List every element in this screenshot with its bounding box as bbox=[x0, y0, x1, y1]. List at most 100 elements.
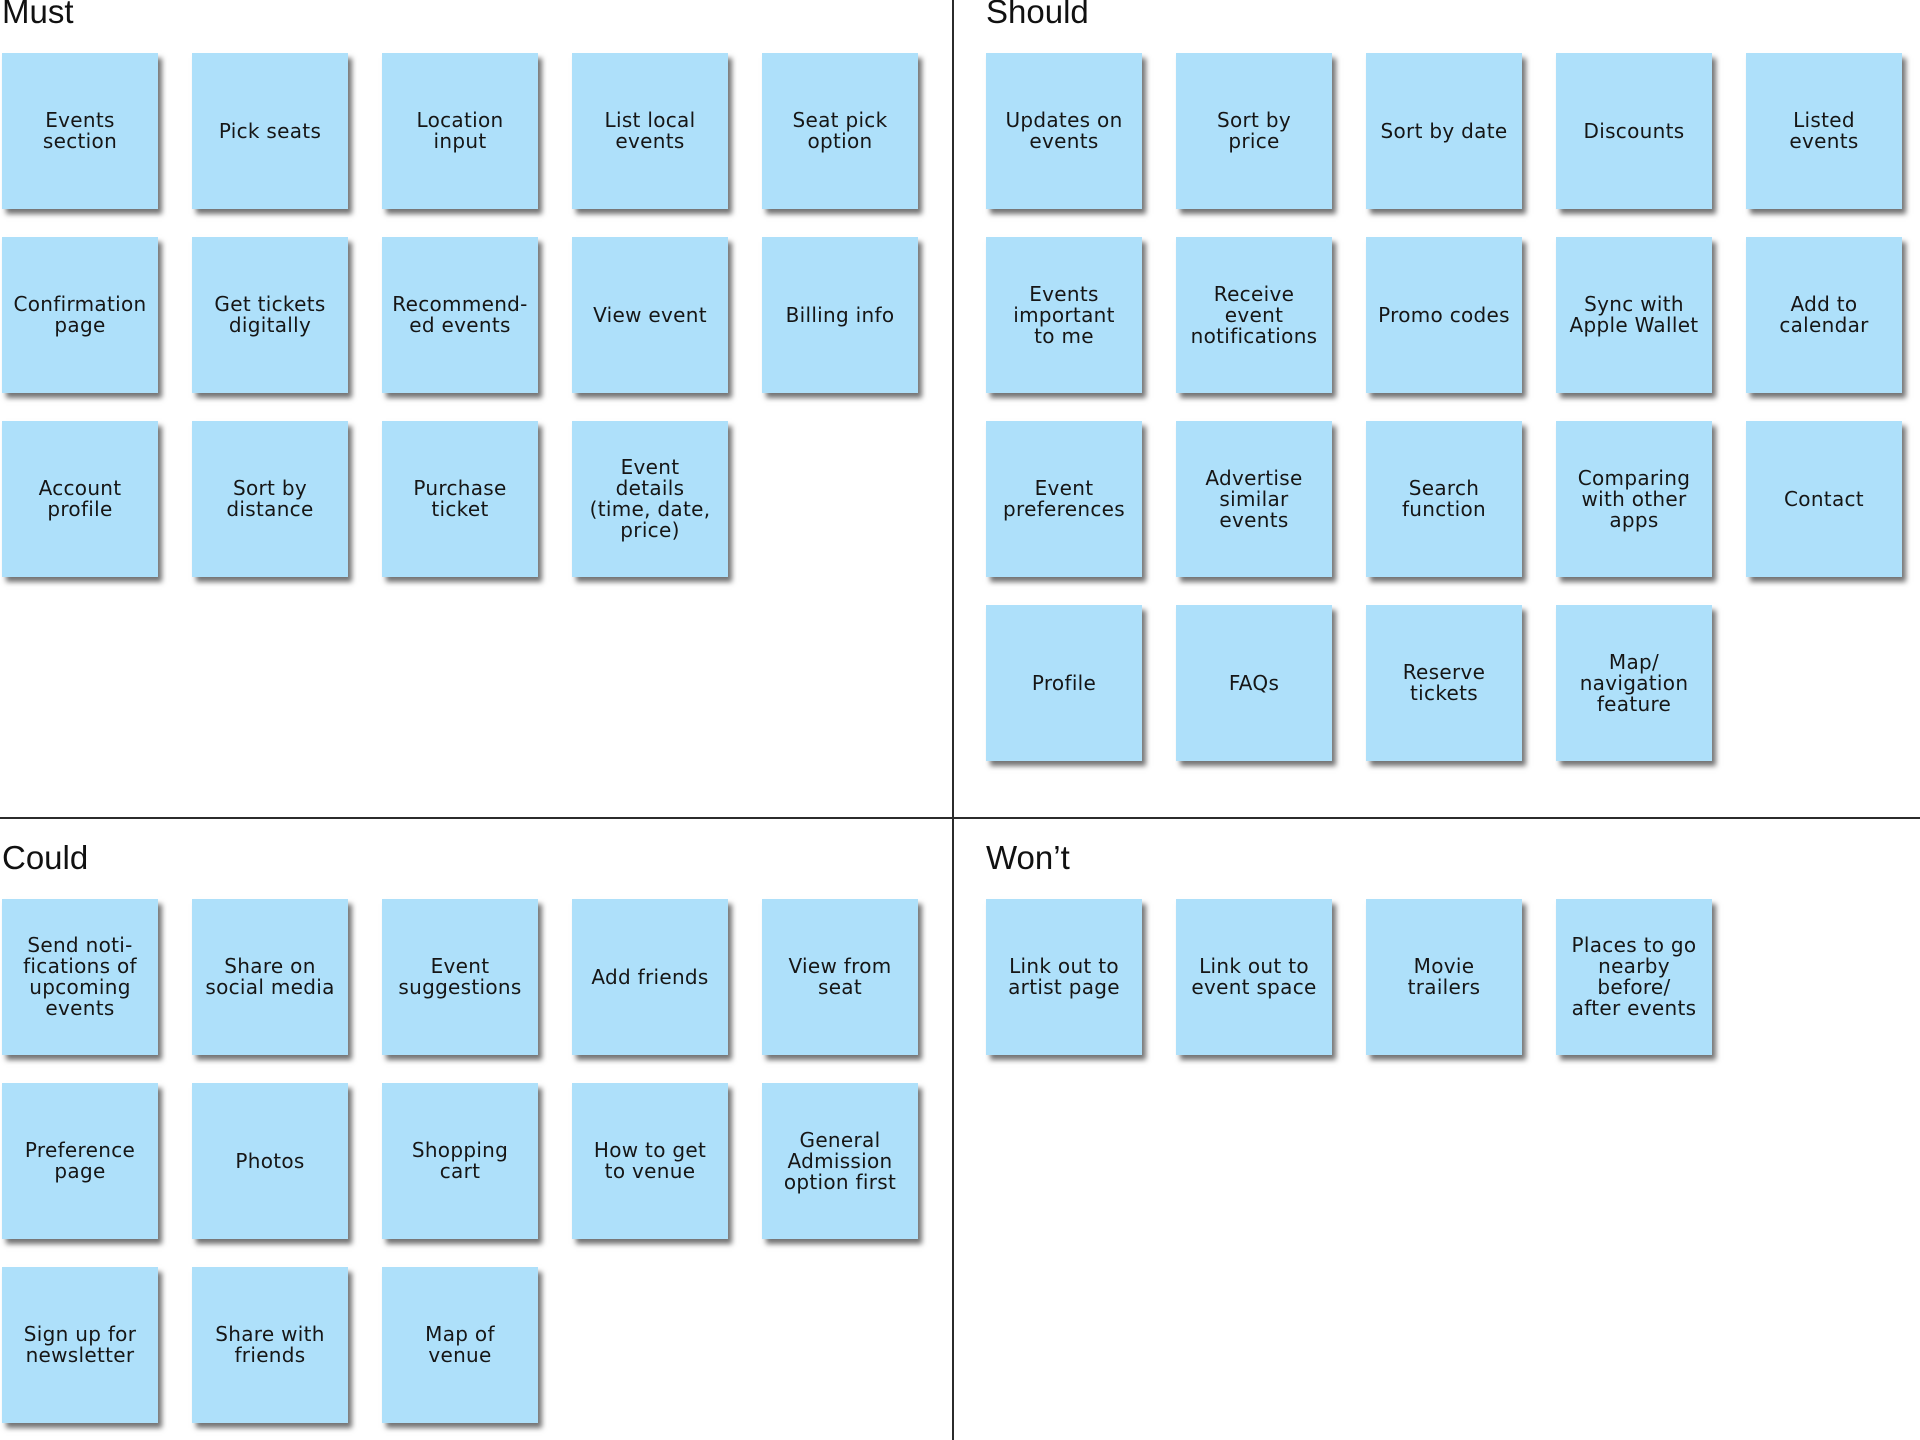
sticky-note-text: Places to go nearby before/ after events bbox=[1571, 933, 1697, 1020]
sticky-note[interactable]: Account profile bbox=[2, 421, 158, 577]
sticky-note[interactable]: Sync with Apple Wallet bbox=[1556, 237, 1712, 393]
sticky-note-text: Search function bbox=[1401, 476, 1487, 521]
sticky-note[interactable]: Events section bbox=[2, 53, 158, 209]
quadrant-title-must: Must bbox=[2, 0, 74, 30]
sticky-note[interactable]: Comparing with other apps bbox=[1556, 421, 1712, 577]
sticky-note-text: Confirmation page bbox=[13, 292, 147, 337]
sticky-note-text: Events important to me bbox=[1013, 281, 1115, 348]
sticky-note[interactable]: Discounts bbox=[1556, 53, 1712, 209]
sticky-note-text: Listed events bbox=[1789, 108, 1859, 153]
sticky-note-text: Event preferences bbox=[1003, 476, 1125, 521]
sticky-note-text: Add friends bbox=[591, 964, 709, 989]
sticky-note[interactable]: Link out to artist page bbox=[986, 899, 1142, 1055]
sticky-note[interactable]: Promo codes bbox=[1366, 237, 1522, 393]
quadrant-title-could: Could bbox=[2, 839, 89, 876]
sticky-note-text: Sort by price bbox=[1217, 108, 1291, 153]
sticky-note-text: Profile bbox=[1031, 670, 1097, 695]
sticky-note-text: Promo codes bbox=[1378, 302, 1510, 327]
sticky-note-text: Seat pick option bbox=[792, 108, 888, 153]
sticky-note-text: Billing info bbox=[785, 302, 895, 327]
sticky-note-text: List local events bbox=[604, 108, 696, 153]
sticky-note-text: Discounts bbox=[1583, 118, 1685, 143]
sticky-note[interactable]: Pick seats bbox=[192, 53, 348, 209]
sticky-note-text: Recommend- ed events bbox=[392, 292, 528, 337]
sticky-note-text: Share on social media bbox=[205, 954, 335, 999]
sticky-note[interactable]: Events important to me bbox=[986, 237, 1142, 393]
sticky-note[interactable]: Listed events bbox=[1746, 53, 1902, 209]
sticky-note[interactable]: Send noti- fications of upcoming events bbox=[2, 899, 158, 1055]
sticky-note[interactable]: Event details (time, date, price) bbox=[572, 421, 728, 577]
sticky-note-text: Reserve tickets bbox=[1402, 660, 1486, 705]
sticky-note-text: View event bbox=[593, 302, 707, 327]
sticky-note[interactable]: FAQs bbox=[1176, 605, 1332, 761]
sticky-note[interactable]: Location input bbox=[382, 53, 538, 209]
sticky-note[interactable]: Share on social media bbox=[192, 899, 348, 1055]
sticky-note[interactable]: Recommend- ed events bbox=[382, 237, 538, 393]
sticky-note[interactable]: General Admission option first bbox=[762, 1083, 918, 1239]
sticky-note[interactable]: Photos bbox=[192, 1083, 348, 1239]
sticky-note[interactable]: Add to calendar bbox=[1746, 237, 1902, 393]
sticky-note-text: Get tickets digitally bbox=[214, 292, 326, 337]
sticky-note[interactable]: How to get to venue bbox=[572, 1083, 728, 1239]
sticky-note[interactable]: View event bbox=[572, 237, 728, 393]
sticky-note-text: Sign up for newsletter bbox=[23, 1322, 137, 1367]
sticky-note-text: Map of venue bbox=[425, 1322, 495, 1367]
sticky-note-text: Preference page bbox=[24, 1138, 136, 1183]
sticky-note[interactable]: Share with friends bbox=[192, 1267, 348, 1423]
sticky-note[interactable]: Billing info bbox=[762, 237, 918, 393]
sticky-note-text: FAQs bbox=[1228, 670, 1280, 695]
sticky-note[interactable]: Updates on events bbox=[986, 53, 1142, 209]
sticky-note-text: Comparing with other apps bbox=[1577, 465, 1691, 532]
sticky-note[interactable]: Profile bbox=[986, 605, 1142, 761]
sticky-note[interactable]: Movie trailers bbox=[1366, 899, 1522, 1055]
sticky-note-text: Receive event notifications bbox=[1190, 281, 1318, 348]
sticky-note[interactable]: Sort by price bbox=[1176, 53, 1332, 209]
sticky-note-text: General Admission option first bbox=[783, 1127, 897, 1194]
sticky-note[interactable]: Receive event notifications bbox=[1176, 237, 1332, 393]
quadrant-title-wont: Won’t bbox=[986, 839, 1070, 876]
sticky-note[interactable]: Add friends bbox=[572, 899, 728, 1055]
sticky-note[interactable]: Purchase ticket bbox=[382, 421, 538, 577]
sticky-note-text: Account profile bbox=[38, 476, 122, 521]
vertical-divider bbox=[952, 0, 954, 1440]
sticky-note[interactable]: Places to go nearby before/ after events bbox=[1556, 899, 1712, 1055]
sticky-note[interactable]: Reserve tickets bbox=[1366, 605, 1522, 761]
sticky-note-text: Send noti- fications of upcoming events bbox=[23, 933, 137, 1020]
sticky-note-text: Event suggestions bbox=[398, 954, 522, 999]
sticky-note[interactable]: Seat pick option bbox=[762, 53, 918, 209]
sticky-note[interactable]: Sort by date bbox=[1366, 53, 1522, 209]
sticky-note-text: How to get to venue bbox=[593, 1138, 707, 1183]
sticky-note[interactable]: Search function bbox=[1366, 421, 1522, 577]
sticky-note-text: Map/ navigation feature bbox=[1579, 649, 1689, 716]
sticky-note-text: Event details (time, date, price) bbox=[589, 455, 711, 542]
sticky-note-text: Sort by distance bbox=[226, 476, 314, 521]
sticky-note-text: Movie trailers bbox=[1407, 954, 1481, 999]
sticky-note[interactable]: List local events bbox=[572, 53, 728, 209]
sticky-note[interactable]: Shopping cart bbox=[382, 1083, 538, 1239]
sticky-note[interactable]: Advertise similar events bbox=[1176, 421, 1332, 577]
sticky-note[interactable]: Event preferences bbox=[986, 421, 1142, 577]
horizontal-divider bbox=[0, 817, 1920, 819]
sticky-note-text: Purchase ticket bbox=[413, 476, 507, 521]
sticky-note[interactable]: Event suggestions bbox=[382, 899, 538, 1055]
sticky-note[interactable]: Map of venue bbox=[382, 1267, 538, 1423]
sticky-note-text: Advertise similar events bbox=[1205, 465, 1303, 532]
sticky-note-text: Add to calendar bbox=[1779, 292, 1869, 337]
sticky-note[interactable]: Get tickets digitally bbox=[192, 237, 348, 393]
sticky-note[interactable]: Contact bbox=[1746, 421, 1902, 577]
sticky-note[interactable]: Sort by distance bbox=[192, 421, 348, 577]
sticky-note-text: Sort by date bbox=[1380, 118, 1508, 143]
sticky-note-text: Updates on events bbox=[1005, 108, 1123, 153]
sticky-note-text: Contact bbox=[1784, 486, 1864, 511]
sticky-note[interactable]: Preference page bbox=[2, 1083, 158, 1239]
quadrant-title-should: Should bbox=[986, 0, 1089, 30]
sticky-note[interactable]: Link out to event space bbox=[1176, 899, 1332, 1055]
sticky-note[interactable]: Sign up for newsletter bbox=[2, 1267, 158, 1423]
sticky-note[interactable]: Map/ navigation feature bbox=[1556, 605, 1712, 761]
sticky-note[interactable]: View from seat bbox=[762, 899, 918, 1055]
sticky-note[interactable]: Confirmation page bbox=[2, 237, 158, 393]
sticky-note-text: Share with friends bbox=[215, 1322, 325, 1367]
sticky-note-text: Photos bbox=[235, 1148, 305, 1173]
sticky-note-text: Sync with Apple Wallet bbox=[1569, 292, 1699, 337]
